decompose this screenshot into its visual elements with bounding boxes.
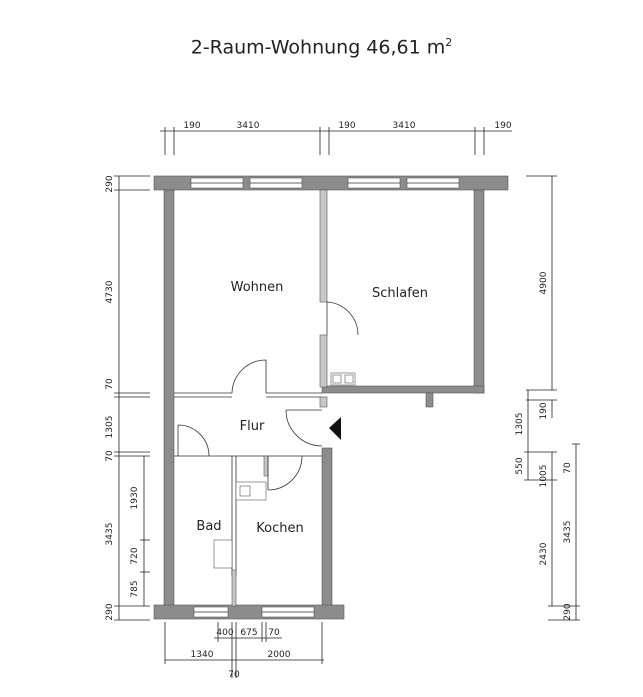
dimension-label: 70 [105, 450, 115, 462]
entrance-arrow-icon [329, 417, 341, 440]
doors [177, 301, 359, 491]
dimension-label: 70 [563, 462, 573, 474]
bottom-wall [153, 604, 345, 620]
inner-walls [174, 189, 328, 607]
kitchen-right-wall [321, 447, 333, 607]
dimension-label: 4900 [539, 271, 549, 294]
room-label-schlafen: Schlafen [372, 286, 428, 301]
room-label-wohnen: Wohnen [231, 280, 284, 295]
door-entrance [285, 409, 323, 447]
dimension-label: 720 [130, 547, 140, 564]
dimension-label: 3435 [105, 523, 115, 546]
door-kochen [267, 455, 303, 491]
bathtub-icon [213, 539, 233, 569]
dimension-label: 675 [240, 628, 257, 638]
right-dimensions: 4900 1305 190 550 1005 70 3435 2430 290 [515, 175, 580, 621]
dimension-label: 4730 [105, 280, 115, 303]
room-label-kochen: Kochen [256, 521, 303, 536]
partition-wall [319, 334, 328, 388]
dimension-label: 3410 [237, 121, 260, 131]
dimension-label: 400 [216, 628, 233, 638]
dimension-label: 1340 [191, 650, 214, 660]
floor-plan-title: 2-Raum-Wohnung 46,61 m2 [0, 36, 643, 58]
room-label-flur: Flur [240, 419, 265, 434]
door-bad [177, 424, 210, 457]
fixtures [213, 372, 356, 569]
left-wall [163, 189, 175, 607]
right-wall [473, 189, 485, 394]
dimension-label: 3410 [393, 121, 416, 131]
walls [153, 175, 509, 620]
bottom-dimensions: 400 675 70 1340 2000 70 [164, 622, 324, 680]
dimension-label: 290 [563, 603, 573, 620]
wall-stub [425, 392, 434, 408]
dimension-label: 2430 [539, 542, 549, 565]
partition-wall [319, 189, 328, 303]
dimension-label: 70 [228, 670, 240, 680]
left-dimensions: 290 4730 70 1305 70 1930 3435 720 785 29… [105, 175, 150, 621]
burner-icon [332, 374, 342, 384]
kitchen-wall [263, 455, 269, 477]
title-superscript: 2 [445, 36, 453, 49]
dimension-label: 550 [515, 457, 525, 474]
dimension-label: 190 [539, 402, 549, 419]
schlafen-bottom-wall [321, 385, 485, 394]
dimension-label: 785 [130, 580, 140, 597]
dimension-label: 290 [105, 603, 115, 620]
top-dimensions: 190 3410 190 3410 190 [160, 121, 512, 155]
dimension-label: 3435 [563, 521, 573, 544]
burner-icon [344, 374, 354, 384]
door-wohnen [231, 359, 267, 394]
dimension-label: 1005 [539, 465, 549, 488]
dimension-label: 2000 [268, 650, 291, 660]
door-schlafen [326, 301, 359, 336]
dimension-label: 1930 [130, 486, 140, 509]
dimension-label: 1305 [105, 416, 115, 439]
dimension-label: 190 [183, 121, 200, 131]
sink-icon [239, 485, 251, 497]
room-label-bad: Bad [196, 519, 221, 534]
dimension-label: 190 [494, 121, 511, 131]
dimension-label: 190 [338, 121, 355, 131]
bad-wall [231, 569, 237, 607]
dimension-label: 70 [268, 628, 280, 638]
dimension-label: 290 [105, 175, 115, 192]
title-text: 2-Raum-Wohnung 46,61 m [190, 36, 446, 59]
dimension-label: 70 [105, 378, 115, 390]
partition-wall [319, 396, 328, 408]
dimension-label: 1305 [515, 413, 525, 436]
